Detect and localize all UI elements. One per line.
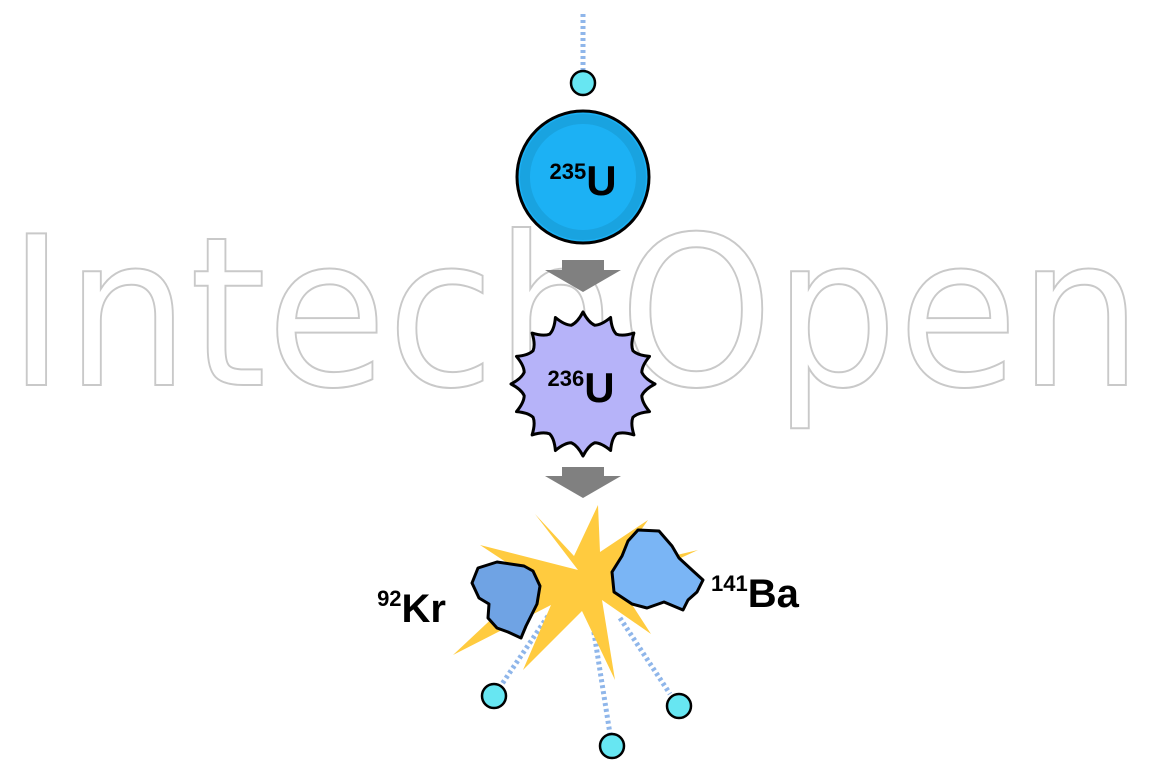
uranium-235-sphere bbox=[515, 109, 651, 245]
transition-arrow-2 bbox=[545, 467, 621, 498]
uranium-236-mass: 236 bbox=[547, 366, 584, 391]
barium-mass: 141 bbox=[711, 571, 748, 596]
uranium-235-shade bbox=[520, 114, 646, 240]
krypton-92-fragment bbox=[470, 560, 542, 640]
emitted-neutron-left bbox=[480, 682, 508, 710]
emitted-neutron-trail-center bbox=[589, 619, 613, 735]
emitted-neutron-right bbox=[665, 692, 693, 720]
krypton-mass: 92 bbox=[377, 586, 401, 611]
uranium-235-symbol: U bbox=[586, 157, 616, 204]
uranium-236-label: 236U bbox=[547, 364, 614, 411]
emitted-neutron-trail-left bbox=[499, 614, 551, 686]
uranium-236-symbol: U bbox=[584, 364, 614, 411]
incoming-neutron bbox=[569, 69, 597, 97]
barium-141-fragment bbox=[610, 528, 705, 612]
uranium-236-nucleus: 236U bbox=[509, 310, 657, 458]
barium-141-label: 141Ba bbox=[711, 571, 800, 616]
barium-symbol: Ba bbox=[748, 572, 800, 616]
krypton-92-label: 92Kr bbox=[377, 586, 446, 631]
uranium-235-nucleus: 235U bbox=[515, 109, 651, 245]
uranium-235-mass: 235 bbox=[549, 159, 586, 184]
fission-explosion-burst bbox=[453, 505, 698, 680]
emitted-neutron-center bbox=[598, 732, 626, 760]
uranium-236-star-shape bbox=[509, 310, 657, 458]
krypton-symbol: Kr bbox=[402, 587, 446, 631]
uranium-235-label: 235U bbox=[549, 157, 616, 204]
transition-arrow-1 bbox=[545, 260, 621, 292]
